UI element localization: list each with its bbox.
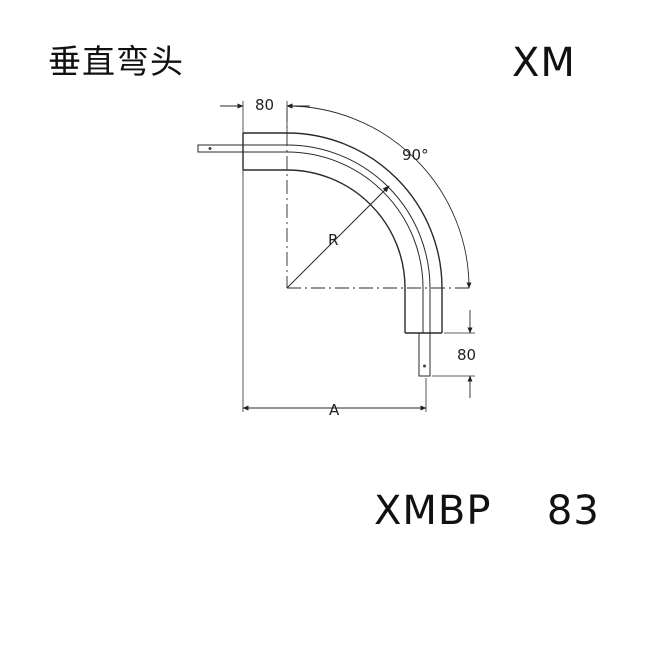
model-number: XMBP 83 bbox=[374, 488, 600, 534]
bottom-stub bbox=[418, 332, 431, 377]
extension-lines bbox=[242, 101, 475, 412]
dim-right-label: 80 bbox=[457, 346, 476, 364]
radius-label: R bbox=[328, 231, 338, 249]
dim-top-label: 80 bbox=[255, 96, 274, 114]
series-code: XM bbox=[512, 40, 576, 86]
angle-label: 90° bbox=[402, 146, 429, 164]
width-label: A bbox=[329, 401, 340, 419]
left-stub bbox=[197, 144, 244, 153]
product-title: 垂直弯头 bbox=[48, 42, 184, 81]
dimension-lines bbox=[220, 103, 473, 411]
